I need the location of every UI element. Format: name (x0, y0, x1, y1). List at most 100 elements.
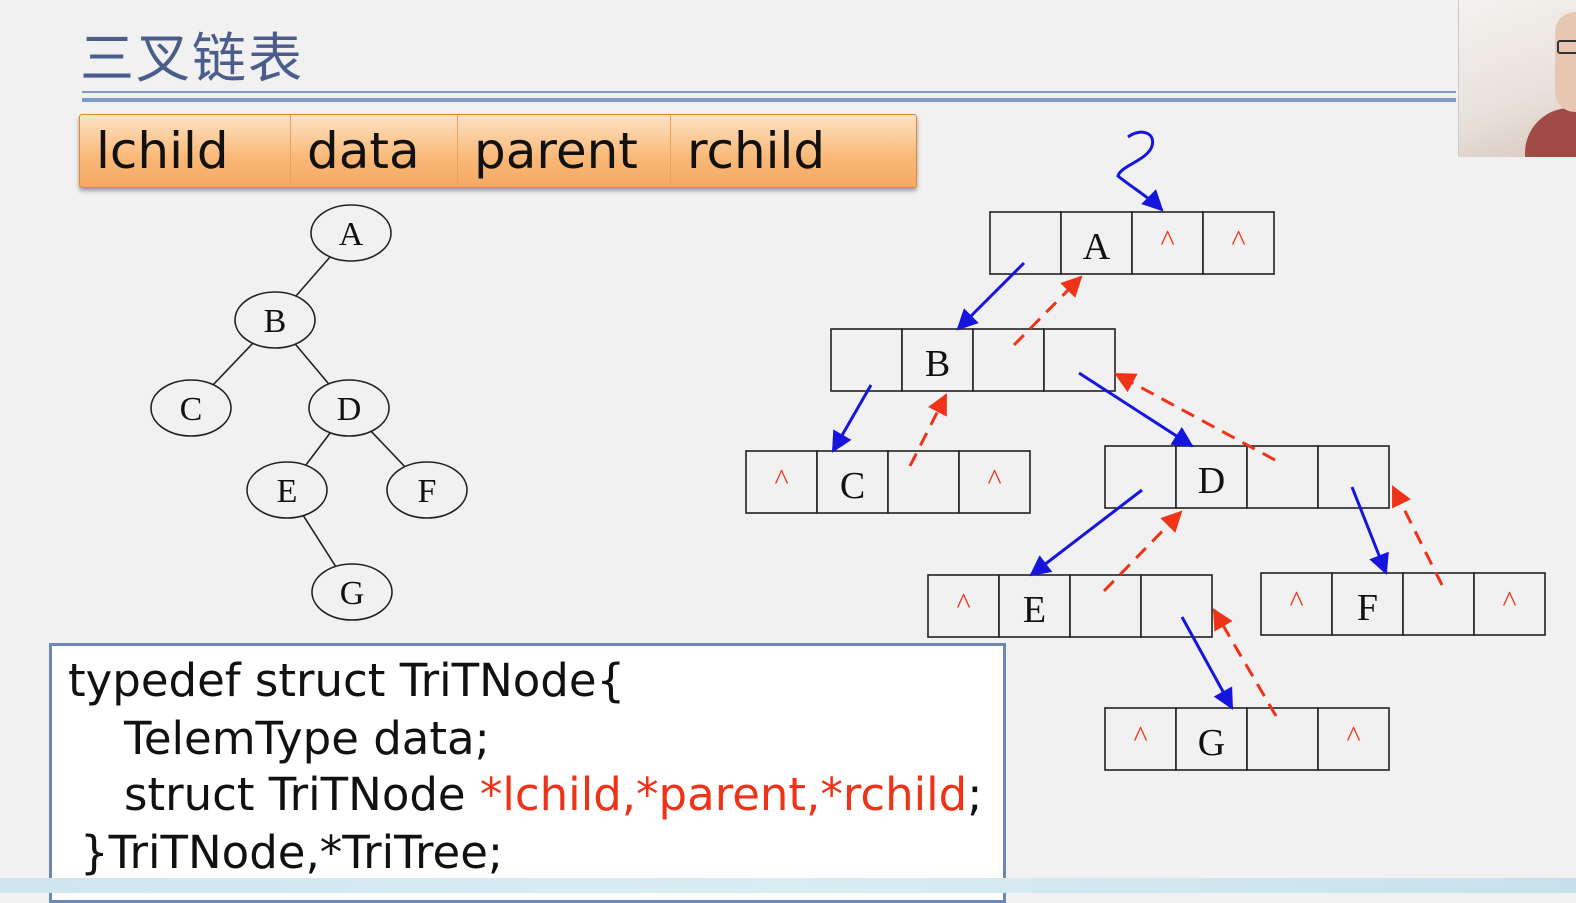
linked-node-A-cell-0 (989, 211, 1062, 275)
linked-node-G-cell-1 (1175, 707, 1248, 771)
linked-node-C-cell-3 (958, 450, 1031, 514)
null-pointer-C-3: ^ (987, 463, 1001, 496)
linked-node-F-cell-1 (1331, 572, 1404, 636)
presenter-webcam (1458, 0, 1576, 157)
linked-node-label-A: A (1083, 226, 1111, 268)
tree-node-B (234, 291, 316, 349)
null-pointer-G-0: ^ (1133, 720, 1147, 753)
tree-node-A (310, 204, 392, 262)
linked-node-D: D (1104, 445, 1390, 509)
tree-node-G (311, 563, 393, 621)
linked-node-F-cell-0 (1260, 572, 1333, 636)
tree-node-label-E: E (277, 473, 298, 510)
glasses-icon (1557, 40, 1576, 54)
tree-node-D (308, 379, 390, 437)
linked-node-D-cell-3 (1317, 445, 1390, 509)
tree-edge-D-E (305, 432, 331, 466)
parent-pointer-D-B (1114, 372, 1276, 462)
linked-node-A-cell-2 (1131, 211, 1204, 275)
null-pointer-E-0: ^ (956, 587, 970, 620)
child-pointer-B-D (1078, 371, 1194, 448)
parent-pointer-G-E (1212, 608, 1278, 717)
parent-pointer-F-D (1391, 485, 1444, 586)
linked-node-A-cell-1 (1060, 211, 1133, 275)
code-line-typedef: typedef struct TriTNode{ (68, 654, 626, 707)
linked-node-G-cell-3 (1317, 707, 1390, 771)
null-pointer-G-3: ^ (1346, 720, 1360, 753)
code-line-typedef-end: }TriTNode,*TriTree; (80, 826, 504, 879)
linked-node-A: A^^ (989, 211, 1275, 275)
code-line-pointers: struct TriTNode *lchild,*parent,*rchild; (124, 768, 982, 821)
linked-node-B-cell-3 (1043, 328, 1116, 392)
tree-node-label-F: F (418, 473, 437, 510)
tree-node-label-D: D (337, 391, 362, 428)
title-rule-bottom (82, 98, 1456, 102)
linked-node-label-C: C (840, 465, 865, 507)
field-data: data (291, 115, 458, 187)
linked-node-D-cell-1 (1175, 445, 1248, 509)
linked-node-G-cell-0 (1104, 707, 1177, 771)
field-parent: parent (458, 115, 671, 187)
linked-node-label-E: E (1023, 589, 1046, 631)
tree-node-label-G: G (340, 575, 365, 612)
linked-node-label-G: G (1198, 722, 1225, 764)
linked-node-F-cell-2 (1402, 572, 1475, 636)
linked-node-F: ^ F ^ (1260, 572, 1546, 636)
child-pointer-B-C (831, 384, 873, 453)
code-definition-box: typedef struct TriTNode{ TelemType data;… (49, 643, 1006, 903)
linked-node-E-cell-3 (1140, 574, 1213, 638)
field-rchild: rchild (687, 122, 826, 180)
linked-node-C-cell-2 (887, 450, 960, 514)
linked-node-E-cell-0 (927, 574, 1000, 638)
linked-node-A-cell-3 (1202, 211, 1275, 275)
linked-node-D-cell-0 (1104, 445, 1177, 509)
null-pointer-A-3: ^ (1231, 224, 1245, 257)
linked-node-C-cell-1 (816, 450, 889, 514)
code-struct-keyword: struct TriTNode (124, 768, 480, 821)
null-pointer-F-3: ^ (1502, 585, 1516, 618)
tree-node-label-C: C (180, 391, 203, 428)
linked-node-F-cell-3 (1473, 572, 1546, 636)
presenter-face (1555, 12, 1576, 112)
linked-node-G-cell-2 (1246, 707, 1319, 771)
trifork-linked-structure: A^^B^C^D^E^F^^G^ (745, 211, 1546, 771)
child-pointer-A-B (956, 261, 1026, 331)
null-pointer-F-0: ^ (1289, 585, 1303, 618)
null-pointer-C-0: ^ (774, 463, 788, 496)
linked-node-E-cell-2 (1069, 574, 1142, 638)
child-pointer-D-F (1350, 486, 1389, 575)
code-pointer-fields: *lchild,*parent,*rchild (479, 768, 968, 821)
linked-node-label-F: F (1357, 587, 1378, 629)
linked-node-label-D: D (1198, 460, 1225, 502)
code-line-data: TelemType data; (124, 712, 490, 765)
linked-node-E: ^E (927, 574, 1213, 638)
linked-node-label-B: B (925, 343, 950, 385)
footer-band (0, 878, 1576, 893)
linked-node-D-cell-2 (1246, 445, 1319, 509)
linked-node-B-cell-0 (830, 328, 903, 392)
title-rule-top (82, 91, 1456, 93)
slide-title: 三叉链表 (80, 27, 304, 90)
linked-node-B-cell-2 (972, 328, 1045, 392)
tree-node-F (386, 461, 468, 519)
tree-node-label-B: B (264, 303, 287, 340)
node-structure-bar: lchild data parent rchild (79, 114, 917, 188)
linked-node-B: B (830, 328, 1116, 392)
code-semicolon: ; (967, 768, 983, 821)
parent-pointer-B-A (1012, 275, 1083, 347)
child-pointer-E-G (1180, 616, 1234, 710)
linked-node-C-cell-0 (745, 450, 818, 514)
tree-edge-E-G (302, 515, 337, 567)
pointer-arrows (831, 261, 1444, 717)
linked-node-G: ^ G ^ (1104, 707, 1390, 771)
tree-edge-B-D (294, 343, 330, 385)
child-pointer-D-E (1029, 488, 1143, 577)
tree-edge-B-C (212, 342, 254, 386)
root-pointer-arrow (1116, 130, 1164, 212)
presenter-shoulder (1525, 108, 1576, 157)
field-lchild: lchild (80, 115, 291, 187)
linked-node-B-cell-1 (901, 328, 974, 392)
tree-node-E (246, 461, 328, 519)
